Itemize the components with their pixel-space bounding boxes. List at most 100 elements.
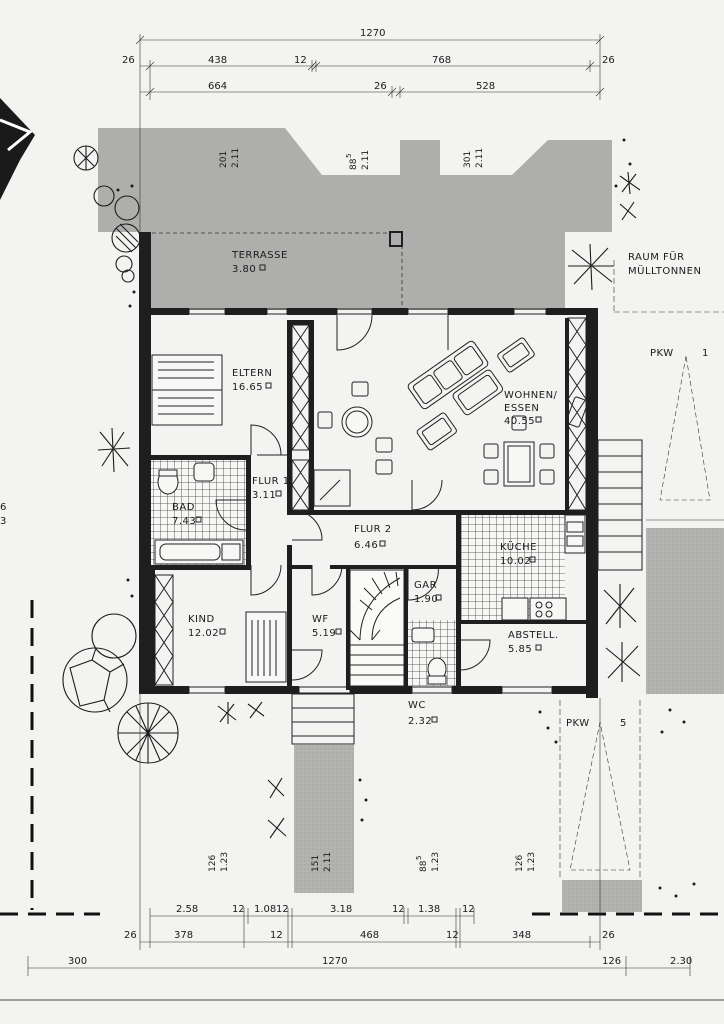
exterior-walls [139,232,598,698]
svg-text:WC: WC [408,700,426,711]
dim-top-overall: 1270 [360,28,385,39]
svg-text:2.11: 2.11 [231,148,241,168]
room-abstell: ABSTELL. 5.85 [508,630,558,655]
svg-text:1.38: 1.38 [418,904,440,915]
exterior-stairs-right [597,439,643,571]
bottom-dim-row1: 2.58 12 1.08 12 3.18 12 1.38 12 [176,904,475,915]
svg-text:3.80: 3.80 [232,264,256,275]
label-raum-fuer: RAUM FÜR [628,250,685,263]
svg-text:1.23: 1.23 [431,852,441,872]
terrace-paving [98,128,612,310]
wc-fixtures [411,627,447,685]
terrace-pillar [389,231,403,247]
spiral-staircase [349,569,405,687]
bottom-dim-row3: 300 1270 126 2.30 [68,956,692,967]
windows [139,308,553,694]
svg-text:TERRASSE: TERRASSE [231,250,288,261]
svg-text:12: 12 [392,904,405,915]
svg-text:12: 12 [276,904,289,915]
svg-text:2.58: 2.58 [176,904,198,915]
built-in-cabinets [154,317,587,686]
bathroom-fixtures [154,462,244,565]
svg-text:2.11: 2.11 [475,148,485,168]
svg-text:1.08: 1.08 [254,904,276,915]
room-wf: WF 5.19 [312,614,342,639]
bottom-dim-row2: 26 378 12 468 12 348 26 [124,930,615,941]
svg-text:2.30: 2.30 [670,956,692,967]
svg-text:468: 468 [360,930,379,941]
svg-text:126: 126 [515,855,525,872]
left-edge-mark [0,98,35,200]
dim-top-26-right: 26 [602,55,615,66]
label-muelltonnen: MÜLLTONNEN [628,264,701,277]
dim-top-26-mid: 26 [374,81,387,92]
win-dim-3: 301 2.11 [463,148,485,168]
svg-text:26: 26 [602,930,615,941]
svg-text:26: 26 [124,930,137,941]
svg-text:12.02: 12.02 [188,628,219,639]
room-wohnen: WOHNEN/ ESSEN 40.55 [504,390,558,427]
svg-text:12: 12 [462,904,475,915]
svg-text:KÜCHE: KÜCHE [500,540,537,553]
room-terrasse: TERRASSE 3.80 [231,250,288,275]
dim-top-664: 664 [208,81,227,92]
room-kueche: KÜCHE 10.02 [500,540,537,567]
label-pkw5: PKW [566,718,590,729]
svg-text:12: 12 [446,930,459,941]
svg-text:348: 348 [512,930,531,941]
path-paving [294,745,354,893]
dim-top-438: 438 [208,55,227,66]
left-edge-label-1: 6 [0,502,6,513]
svg-text:88: 88 [349,158,359,170]
svg-text:FLUR 1: FLUR 1 [252,476,290,487]
room-flur2: FLUR 2 6.46 [354,524,392,551]
svg-text:151: 151 [311,855,321,872]
svg-text:12: 12 [232,904,245,915]
bottom-dimension-lines [27,692,691,976]
interior-walls [151,318,586,690]
room-bad: BAD 7.43 [172,502,202,527]
top-dimension-lines [135,34,605,232]
svg-text:KIND: KIND [188,614,215,625]
svg-text:126: 126 [602,956,621,967]
svg-text:6.46: 6.46 [354,540,378,551]
svg-text:3.11: 3.11 [252,490,276,501]
svg-text:40.55: 40.55 [504,416,535,427]
svg-text:WOHNEN/: WOHNEN/ [504,390,558,401]
parking-paving-bottom [562,880,642,912]
svg-text:WF: WF [312,614,329,625]
dim-top-26-left: 26 [122,55,135,66]
svg-text:7.43: 7.43 [172,516,196,527]
win-dim-1: 201 2.11 [219,148,241,168]
svg-text:126: 126 [208,855,218,872]
svg-text:5.19: 5.19 [312,628,336,639]
svg-text:2.11: 2.11 [323,852,333,872]
svg-text:201: 201 [219,151,229,168]
left-edge-label-2: 3 [0,516,6,527]
label-pkw5-num: 5 [620,718,627,729]
svg-text:FLUR 2: FLUR 2 [354,524,392,535]
kind-desk [245,611,287,683]
win-dim-b: 151 2.11 [311,852,333,872]
win-dim-a: 126 1.23 [208,852,230,872]
svg-text:GAR: GAR [414,580,437,591]
gravel-dots [116,138,696,898]
svg-text:ESSEN: ESSEN [504,403,539,414]
svg-text:ELTERN: ELTERN [232,368,272,379]
svg-text:BAD: BAD [172,502,195,513]
svg-text:1.90: 1.90 [414,594,438,605]
svg-text:1.23: 1.23 [220,852,230,872]
svg-text:2.11: 2.11 [361,150,371,170]
svg-text:5: 5 [345,154,353,158]
svg-text:16.65: 16.65 [232,382,263,393]
svg-text:5.85: 5.85 [508,644,532,655]
svg-text:1.23: 1.23 [527,852,537,872]
property-boundary [0,600,724,916]
bed [151,354,223,426]
room-kind: KIND 12.02 [188,614,226,639]
svg-text:300: 300 [68,956,87,967]
landscaping-plants [62,145,641,839]
svg-text:301: 301 [463,151,473,168]
